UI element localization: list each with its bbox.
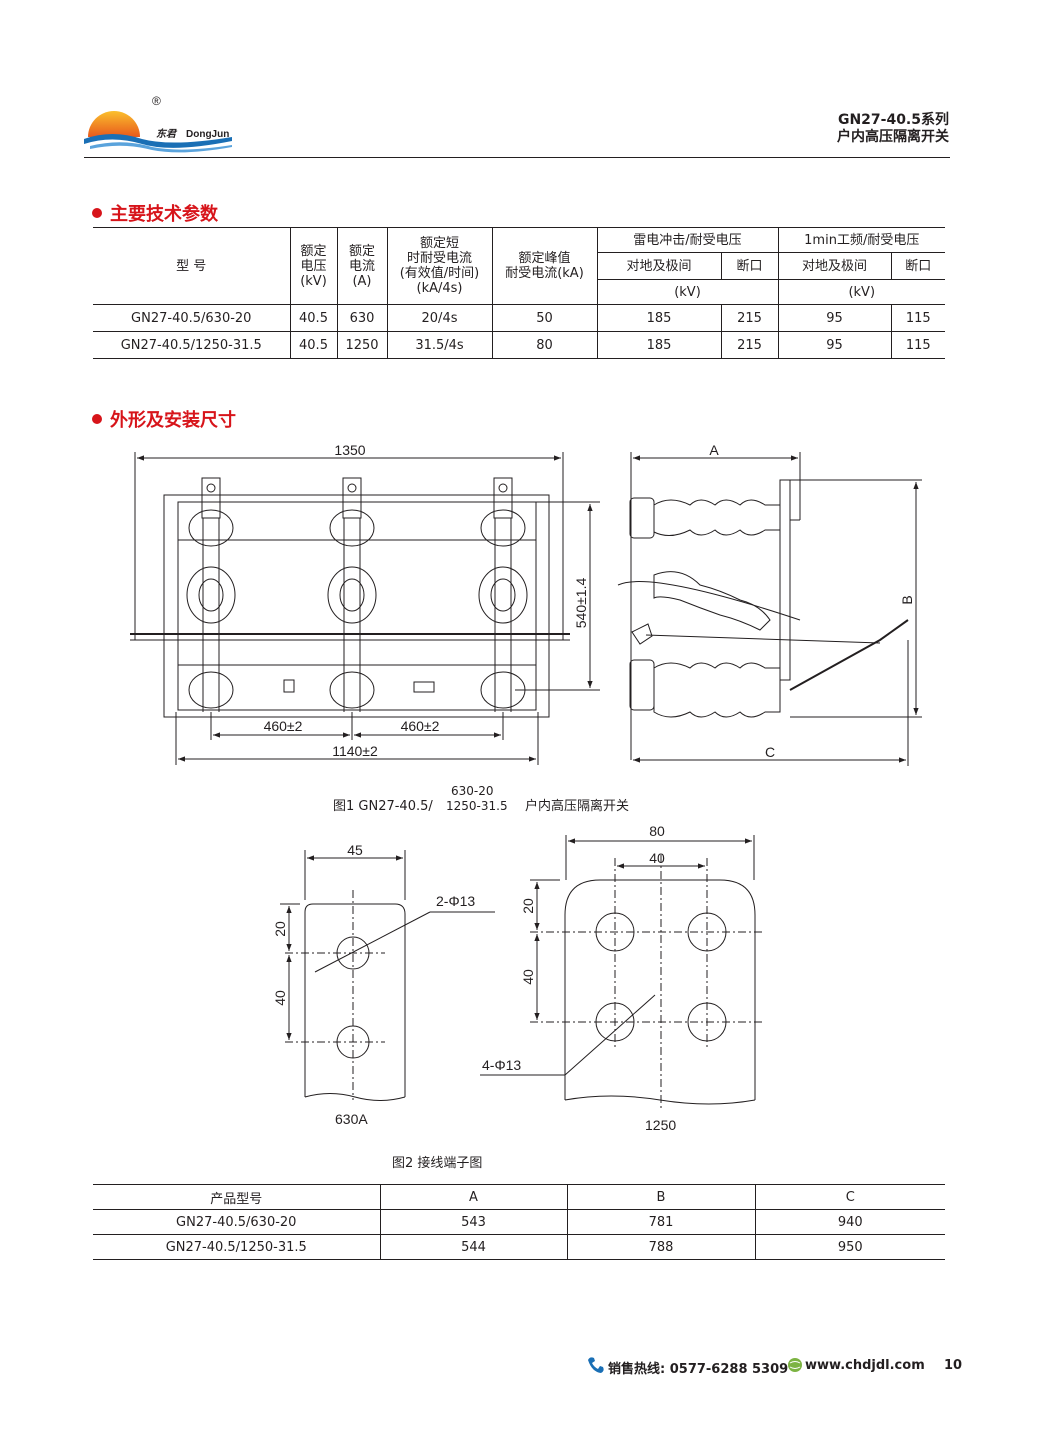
figure1-caption: 图1 GN27-40.5/ 630-20 1250-31.5 户内高压隔离开关 — [333, 784, 630, 814]
switch-frame — [163, 494, 550, 718]
dim-45: 45 — [347, 842, 363, 858]
holes-4-phi13: 4-Φ13 — [482, 1057, 521, 1073]
registered-mark: ® — [152, 95, 161, 108]
interlock-block — [283, 679, 295, 693]
header-current: 额定电流(A) — [337, 227, 388, 305]
dim-40-pitch: 40 — [649, 850, 665, 866]
website-link[interactable]: www.chdjdl.com — [805, 1358, 925, 1373]
header-lightning: 雷电冲击/耐受电压 — [597, 227, 779, 253]
interlock-block — [413, 681, 435, 693]
section-heading-dimensions: 外形及安装尺寸 — [92, 406, 236, 432]
header-power-freq: 1min工频/耐受电压 — [778, 227, 945, 253]
header-power-unit: (kV) — [778, 279, 945, 305]
dim-40-left: 40 — [272, 990, 288, 1006]
figure2-caption: 图2 接线端子图 — [392, 1156, 483, 1171]
dim-80: 80 — [649, 823, 665, 839]
sales-hotline: 销售热线: 0577-6288 5309 — [608, 1362, 789, 1377]
dim-label-b: B — [899, 595, 915, 604]
dim-40-right: 40 — [520, 969, 536, 985]
dim-20-right: 20 — [520, 898, 536, 914]
header-short-time: 额定短时耐受电流(有效值/时间)(kA/4s) — [387, 227, 493, 305]
bullet-icon — [92, 414, 102, 424]
pole-2 — [327, 477, 377, 712]
dim-label-a: A — [709, 442, 719, 458]
header-peak: 额定峰值耐受电流(kA) — [492, 227, 598, 305]
header-voltage: 额定电压(kV) — [290, 227, 338, 305]
header-model: 型 号 — [93, 227, 291, 305]
dim-460-right: 460±2 — [401, 718, 440, 734]
dongjun-logo: ® 东君 DongJun — [84, 95, 232, 153]
terminal-1250 — [564, 879, 756, 1100]
spec-table: 型 号 额定电压(kV) 额定电流(A) 额定短时耐受电流(有效值/时间)(kA… — [93, 227, 945, 359]
globe-icon — [788, 1358, 802, 1372]
header-power-ground: 对地及极间 — [778, 252, 892, 280]
title-line-2: 户内高压隔离开关 — [837, 129, 949, 145]
dim-1350: 1350 — [334, 442, 365, 458]
label-630a: 630A — [335, 1111, 368, 1127]
figure2-drawing: 45 20 40 2-Φ13 630A 80 40 20 40 4-Φ13 12… — [272, 823, 765, 1133]
pole-3 — [478, 477, 528, 712]
brand-cn: 东君 — [156, 128, 178, 140]
dim-460-left: 460±2 — [264, 718, 303, 734]
terminal-630a — [304, 903, 406, 1097]
bullet-icon — [92, 208, 102, 218]
dim-540: 540±1.4 — [573, 578, 589, 629]
dim-label-c: C — [765, 744, 775, 760]
pole-1 — [186, 477, 236, 712]
dim-1140: 1140±2 — [332, 743, 378, 759]
inner-frame — [177, 501, 537, 711]
header-lightning-ground: 对地及极间 — [597, 252, 722, 280]
dim-20-left: 20 — [272, 921, 288, 937]
header-power-break: 断口 — [891, 252, 945, 280]
header-lightning-unit: (kV) — [597, 279, 779, 305]
phone-icon — [588, 1357, 604, 1373]
page-number: 10 — [944, 1358, 963, 1373]
holes-2-phi13: 2-Φ13 — [436, 893, 475, 909]
header-lightning-break: 断口 — [721, 252, 779, 280]
document-title: GN27-40.5系列 户内高压隔离开关 — [837, 112, 949, 146]
section-heading-specs: 主要技术参数 — [92, 200, 218, 226]
label-1250: 1250 — [645, 1117, 676, 1133]
title-line-1: GN27-40.5系列 — [837, 112, 949, 128]
header-rule — [84, 157, 950, 158]
side-view — [617, 479, 909, 718]
figure1-drawing: 1350 540±1.4 460±2 460±2 1140±2 A B C — [130, 442, 922, 766]
brand-en: DongJun — [186, 129, 229, 140]
